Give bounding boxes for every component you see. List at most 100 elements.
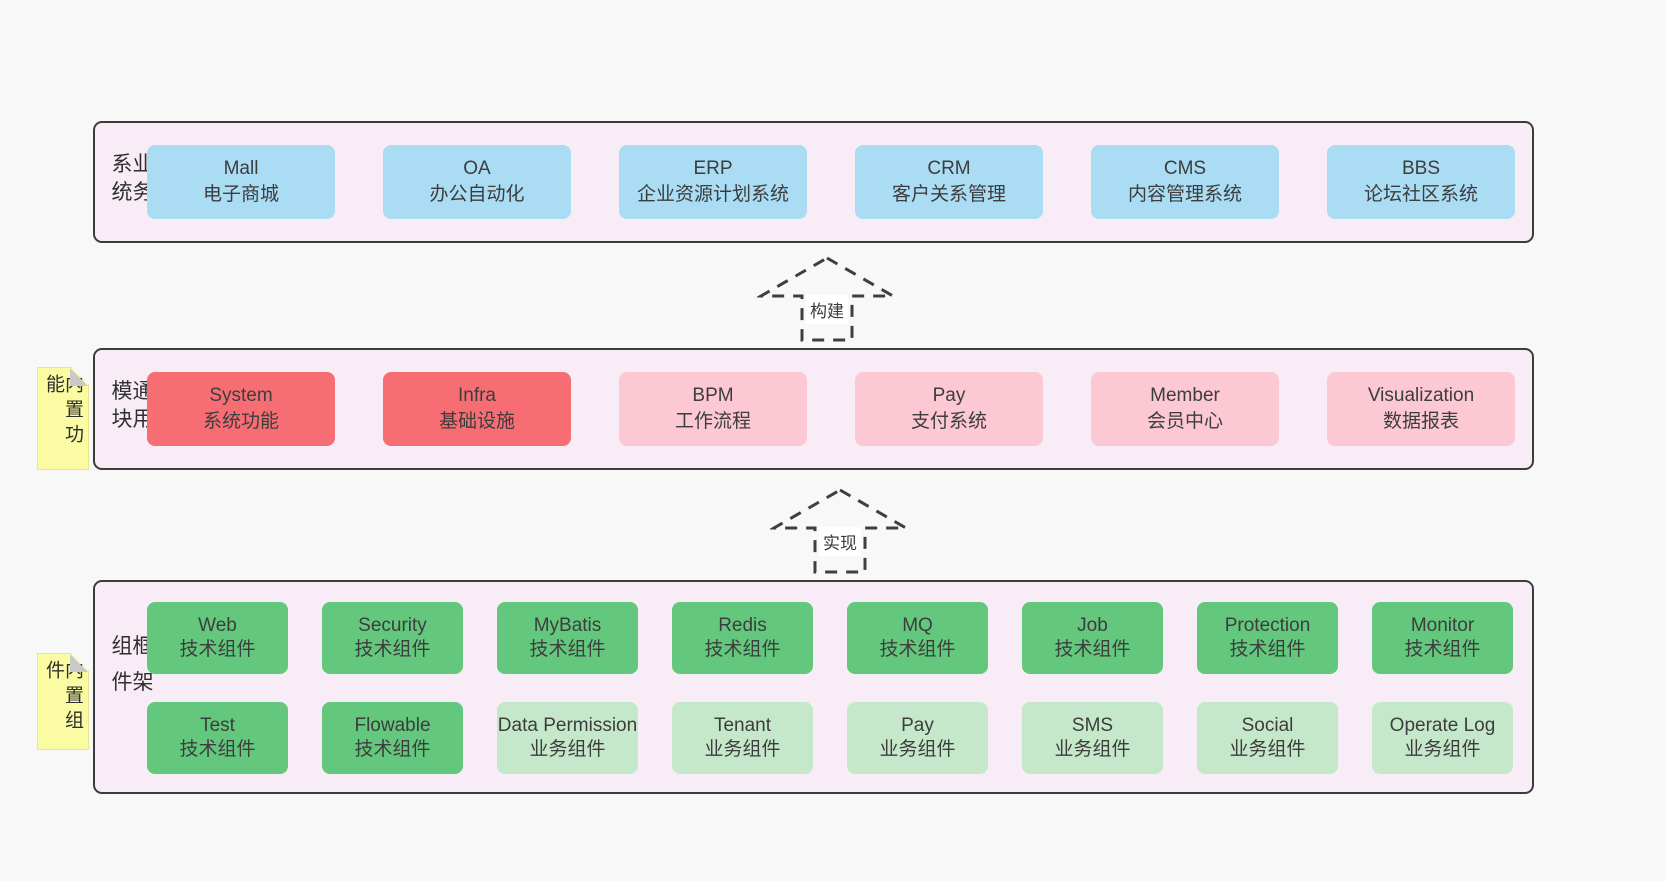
box-pay-component: Pay 业务组件	[847, 702, 988, 774]
box-title: Data Permission	[497, 715, 638, 736]
note-built-in-features: 内置功能	[37, 367, 89, 470]
box-subtitle: 客户关系管理	[891, 184, 1006, 205]
box-title: Web	[198, 615, 237, 636]
module-boxes: System 系统功能 Infra 基础设施 BPM 工作流程 Pay 支付系统…	[147, 372, 1515, 446]
box-subtitle: 技术组件	[1054, 639, 1131, 660]
box-title: Operate Log	[1389, 715, 1496, 736]
box-subtitle: 业务组件	[704, 739, 781, 760]
box-job: Job 技术组件	[1022, 602, 1163, 674]
box-title: Monitor	[1410, 615, 1475, 636]
box-subtitle: 技术组件	[179, 739, 256, 760]
arrow-implement: 实现	[768, 487, 912, 575]
box-bbs: BBS 论坛社区系统	[1327, 145, 1515, 219]
box-title: Social	[1241, 715, 1294, 736]
box-subtitle: 技术组件	[879, 639, 956, 660]
box-subtitle: 电子商城	[202, 184, 279, 205]
box-subtitle: 技术组件	[354, 739, 431, 760]
box-title: Redis	[718, 615, 767, 636]
box-subtitle: 技术组件	[704, 639, 781, 660]
box-pay-system: Pay 支付系统	[855, 372, 1043, 446]
box-crm: CRM 客户关系管理	[855, 145, 1043, 219]
band-business-label: 业务系统	[109, 152, 153, 209]
band-framework-components: 框架组件 Web 技术组件 Security 技术组件 MyBatis 技术组件…	[93, 580, 1534, 794]
box-operate-log: Operate Log 业务组件	[1372, 702, 1513, 774]
box-subtitle: 办公自动化	[429, 184, 525, 205]
box-mall: Mall 电子商城	[147, 145, 335, 219]
box-subtitle: 支付系统	[910, 411, 987, 432]
band-business-systems: 业务系统 Mall 电子商城 OA 办公自动化 ERP 企业资源计划系统 CRM…	[93, 121, 1534, 243]
box-title: ERP	[693, 158, 733, 179]
box-security: Security 技术组件	[322, 602, 463, 674]
component-row-1: Web 技术组件 Security 技术组件 MyBatis 技术组件 Redi…	[147, 602, 1513, 674]
arrow-implement-label: 实现	[819, 527, 861, 556]
box-sms: SMS 业务组件	[1022, 702, 1163, 774]
box-subtitle: 基础设施	[438, 411, 515, 432]
box-subtitle: 技术组件	[179, 639, 256, 660]
box-redis: Redis 技术组件	[672, 602, 813, 674]
box-title: Test	[200, 715, 235, 736]
box-test: Test 技术组件	[147, 702, 288, 774]
arrow-build: 构建	[755, 255, 899, 343]
box-subtitle: 企业资源计划系统	[636, 184, 789, 205]
box-title: CMS	[1163, 158, 1207, 179]
note-text: 内置组件	[43, 660, 83, 735]
box-subtitle: 数据报表	[1382, 411, 1459, 432]
box-social: Social 业务组件	[1197, 702, 1338, 774]
box-title: CRM	[927, 158, 971, 179]
box-title: MyBatis	[533, 615, 602, 636]
box-infra: Infra 基础设施	[383, 372, 571, 446]
box-subtitle: 工作流程	[674, 411, 751, 432]
band-components-label: 框架组件	[109, 634, 153, 707]
box-subtitle: 业务组件	[529, 739, 606, 760]
box-web: Web 技术组件	[147, 602, 288, 674]
box-protection: Protection 技术组件	[1197, 602, 1338, 674]
box-flowable: Flowable 技术组件	[322, 702, 463, 774]
box-erp: ERP 企业资源计划系统	[619, 145, 807, 219]
box-oa: OA 办公自动化	[383, 145, 571, 219]
box-mybatis: MyBatis 技术组件	[497, 602, 638, 674]
box-subtitle: 技术组件	[529, 639, 606, 660]
box-subtitle: 技术组件	[354, 639, 431, 660]
box-subtitle: 业务组件	[1404, 739, 1481, 760]
box-title: MQ	[902, 615, 933, 636]
business-boxes: Mall 电子商城 OA 办公自动化 ERP 企业资源计划系统 CRM 客户关系…	[147, 145, 1515, 219]
box-title: BBS	[1401, 158, 1441, 179]
box-subtitle: 技术组件	[1229, 639, 1306, 660]
box-subtitle: 业务组件	[1054, 739, 1131, 760]
box-subtitle: 技术组件	[1404, 639, 1481, 660]
box-title: Flowable	[354, 715, 431, 736]
box-title: Security	[358, 615, 427, 636]
box-mq: MQ 技术组件	[847, 602, 988, 674]
band-modules-label: 通用模块	[109, 379, 153, 436]
box-visualization: Visualization 数据报表	[1327, 372, 1515, 446]
box-title: Pay	[932, 385, 966, 406]
band-common-modules: 通用模块 System 系统功能 Infra 基础设施 BPM 工作流程 Pay…	[93, 348, 1534, 470]
fold-corner-icon	[70, 654, 88, 672]
box-subtitle: 系统功能	[202, 411, 279, 432]
box-member: Member 会员中心	[1091, 372, 1279, 446]
box-title: Job	[1077, 615, 1108, 636]
box-title: BPM	[692, 385, 734, 406]
note-built-in-components: 内置组件	[37, 653, 89, 750]
box-system: System 系统功能	[147, 372, 335, 446]
box-subtitle: 业务组件	[1229, 739, 1306, 760]
box-title: System	[209, 385, 273, 406]
box-title: SMS	[1071, 715, 1114, 736]
box-monitor: Monitor 技术组件	[1372, 602, 1513, 674]
box-title: Pay	[901, 715, 934, 736]
note-text: 内置功能	[43, 374, 83, 449]
fold-corner-icon	[70, 368, 88, 386]
box-cms: CMS 内容管理系统	[1091, 145, 1279, 219]
box-subtitle: 内容管理系统	[1127, 184, 1242, 205]
component-rows: Web 技术组件 Security 技术组件 MyBatis 技术组件 Redi…	[147, 602, 1513, 774]
box-subtitle: 论坛社区系统	[1363, 184, 1478, 205]
arrow-build-label: 构建	[806, 295, 848, 324]
box-tenant: Tenant 业务组件	[672, 702, 813, 774]
box-bpm: BPM 工作流程	[619, 372, 807, 446]
component-row-2: Test 技术组件 Flowable 技术组件 Data Permission …	[147, 702, 1513, 774]
box-title: Visualization	[1367, 385, 1475, 406]
box-title: Infra	[457, 385, 497, 406]
box-title: OA	[463, 158, 491, 179]
box-title: Tenant	[713, 715, 772, 736]
